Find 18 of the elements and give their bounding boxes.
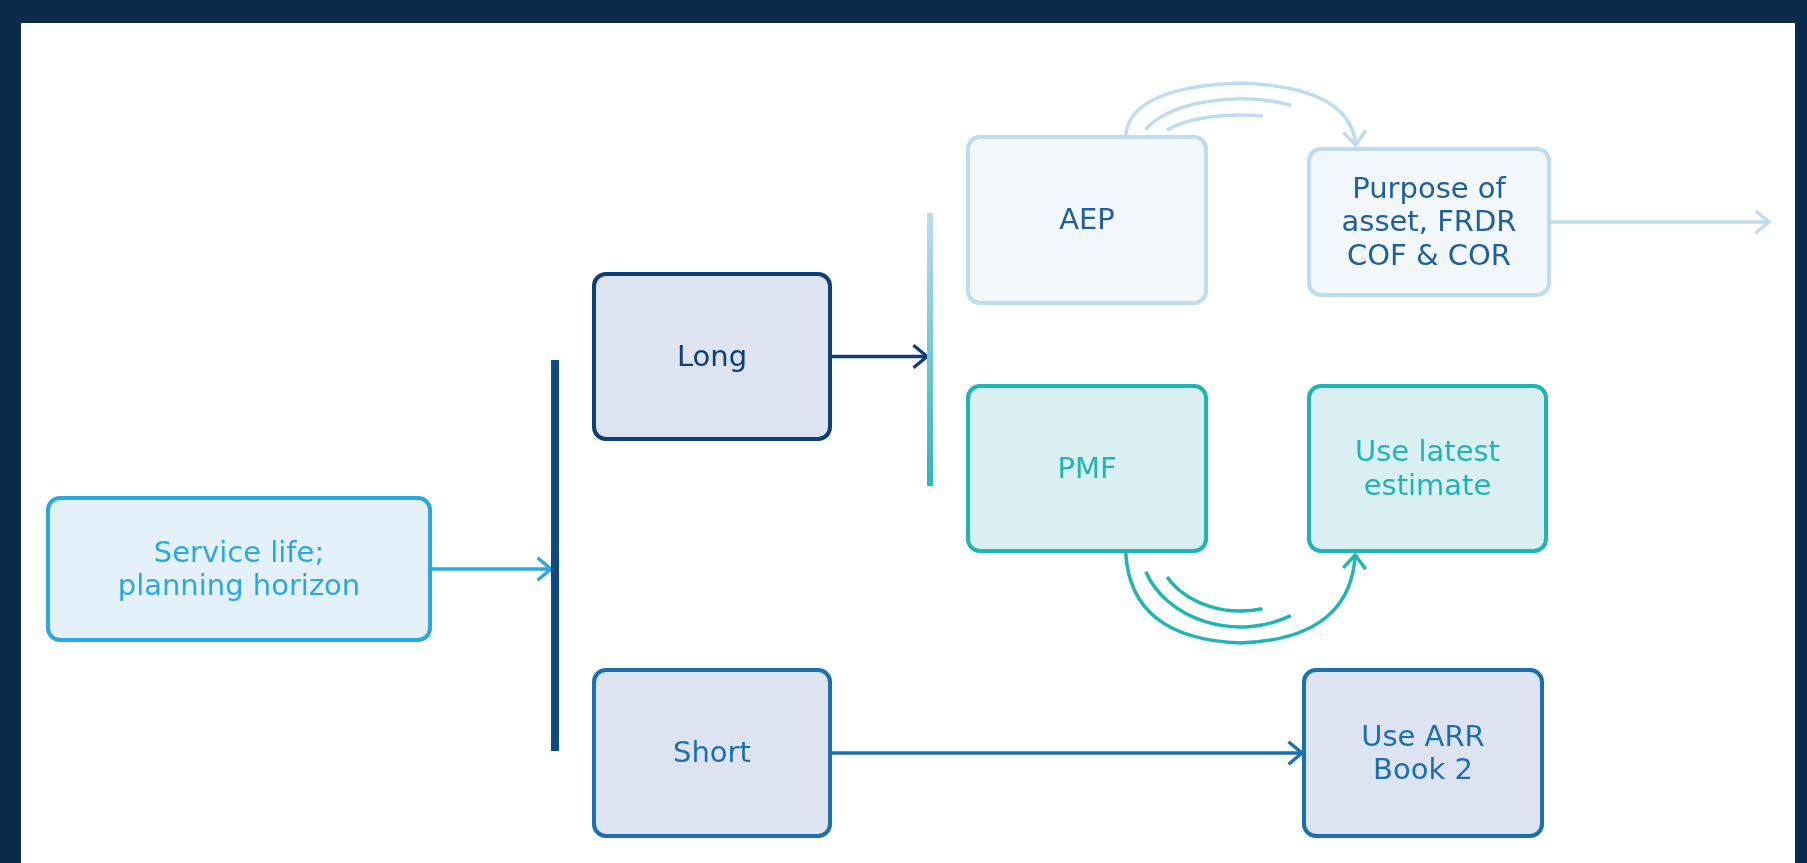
box-label: Long [676, 339, 748, 374]
bracket-bar [927, 213, 933, 486]
process-box [592, 668, 832, 838]
box-label: Service life; planning horizon [116, 535, 362, 603]
box-label: Use latest estimate [1354, 435, 1501, 502]
process-box [1307, 384, 1548, 553]
box-label: AEP [1059, 203, 1115, 237]
process-box [46, 496, 432, 642]
box-label: Purpose of asset, FRDR COF & COR [1340, 172, 1518, 272]
process-box [966, 135, 1208, 305]
process-box [592, 272, 832, 441]
box-label: Short [673, 736, 751, 770]
process-box [1302, 668, 1544, 838]
process-box [1307, 147, 1551, 297]
process-box [966, 384, 1208, 553]
bracket-bar [551, 360, 559, 751]
box-label: Use ARR Book 2 [1360, 719, 1486, 787]
box-label: PMF [1057, 451, 1117, 486]
